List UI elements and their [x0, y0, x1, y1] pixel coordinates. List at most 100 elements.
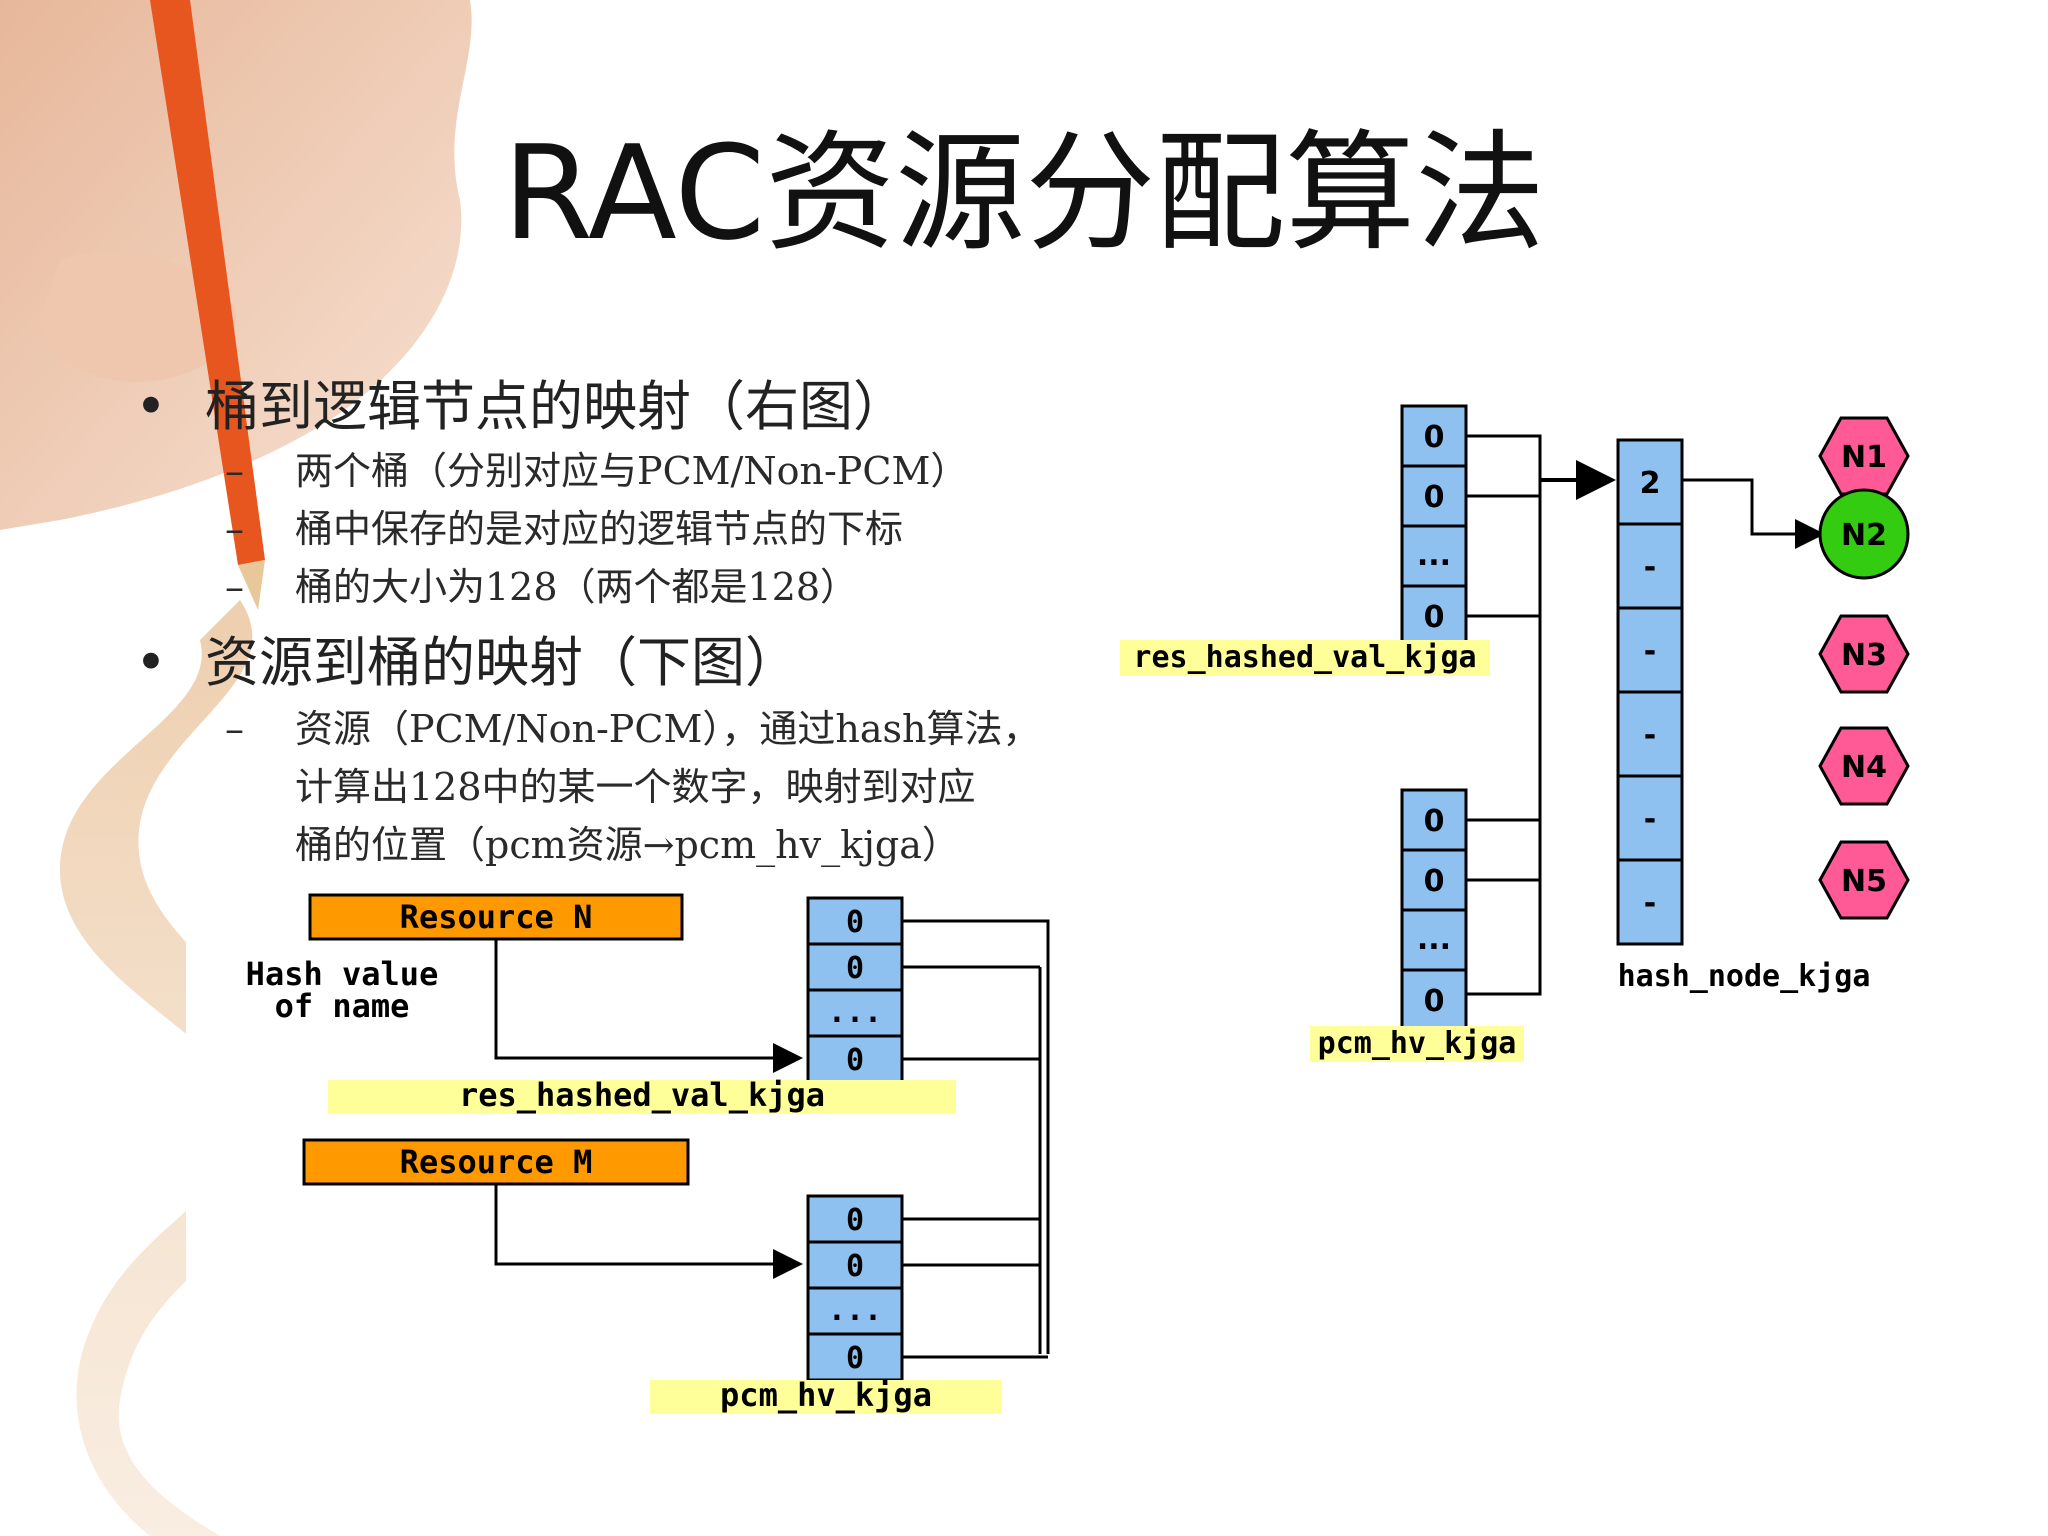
swoosh-trail	[60, 600, 318, 1536]
bucket-cell-value: 0	[846, 1043, 864, 1078]
bucket-cell-value: 0	[1424, 480, 1445, 515]
arrow-to-node	[1682, 478, 1825, 549]
bucket-cell	[806, 896, 904, 946]
sub-item-text: 两个桶（分别对应与PCM/Non-PCM）	[295, 449, 969, 493]
sub-item-continued: 计算出128中的某一个数字，映射到对应	[295, 758, 976, 816]
bucket-cell-value: 0	[1424, 984, 1445, 1019]
sub-item: – 资源（PCM/Non-PCM），通过hash算法，	[225, 700, 1041, 758]
right-pcm-bucket: 0 0 ... 0	[1400, 788, 1468, 1032]
sub-item-text: 资源（PCM/Non-PCM），通过hash算法，	[295, 707, 1041, 751]
right-pcm-label: pcm_hv_kjga	[1318, 1026, 1517, 1061]
connector-n	[494, 939, 803, 1073]
node-n2-circle	[1818, 488, 1910, 580]
bucket-cell-value: -	[1644, 886, 1656, 921]
bucket-cell	[806, 1332, 904, 1382]
bucket-cell	[1400, 908, 1468, 972]
bucket-cell-value: 0	[1424, 804, 1445, 839]
bucket-cell	[1616, 690, 1684, 778]
sub-item-text: 桶的大小为128（两个都是128）	[295, 565, 859, 609]
node-n1-label: N1	[1841, 440, 1887, 475]
dash: –	[225, 449, 244, 493]
node-n3-hexagon	[1818, 614, 1910, 694]
bucket-cell-value: 0	[1424, 864, 1445, 899]
node-n2-label: N2	[1841, 518, 1887, 553]
resource-n-box	[308, 893, 684, 941]
connector	[1466, 434, 1542, 996]
bucket-cell-value: -	[1644, 802, 1656, 837]
bucket-cell	[1400, 524, 1468, 588]
connector	[902, 919, 1050, 1354]
label-highlight	[650, 1380, 1002, 1414]
bucket-cell	[806, 1034, 904, 1084]
hand	[0, 0, 472, 530]
right-res-bucket: 0 0 ... 0	[1400, 404, 1468, 648]
hash-value-label-line2: of name	[275, 987, 410, 1025]
bucket-cell-value: 0	[846, 1249, 864, 1284]
node-n3-label: N3	[1841, 638, 1887, 673]
bucket-cell	[1616, 438, 1684, 526]
right-res-label: res_hashed_val_kjga	[1133, 640, 1476, 675]
label-highlight	[328, 1080, 956, 1114]
bucket-cell-value: 0	[1424, 600, 1445, 635]
sub-item-text: 桶的位置（pcm资源→pcm_hv_kjga）	[295, 823, 960, 867]
bucket-cell	[1400, 404, 1468, 468]
node-n5-hexagon	[1818, 840, 1910, 920]
sub-item-text: 桶中保存的是对应的逻辑节点的下标	[295, 507, 904, 551]
hash-value-label: Hash value	[246, 955, 439, 993]
bucket-cell	[1616, 774, 1684, 862]
bullet-text: 桶到逻辑节点的映射（右图）	[205, 375, 907, 438]
bullet-bucket-mapping: • 桶到逻辑节点的映射（右图）	[135, 372, 907, 442]
pencil-tip	[238, 560, 265, 610]
node-n4-hexagon	[1818, 726, 1910, 806]
pencil-icon	[150, 0, 265, 565]
bucket-cell-value: ...	[828, 995, 882, 1030]
bucket-cell	[1400, 848, 1468, 912]
node-n1-hexagon	[1818, 416, 1910, 496]
bucket-cell-value: ...	[1417, 538, 1451, 573]
connector-m	[494, 1184, 803, 1279]
bucket-cell	[806, 988, 904, 1038]
bucket-cell-value: 0	[846, 905, 864, 940]
hash-node-bucket: 2 - - - - -	[1616, 438, 1684, 946]
pcm-hv-label: pcm_hv_kjga	[720, 1376, 932, 1414]
sub-item: – 两个桶（分别对应与PCM/Non-PCM）	[225, 442, 969, 500]
bucket-cell-value: -	[1644, 634, 1656, 669]
bucket-cell	[1616, 606, 1684, 694]
bucket-cell	[806, 1194, 904, 1244]
bucket-cell-value: -	[1644, 550, 1656, 585]
sub-item-continued: 桶的位置（pcm资源→pcm_hv_kjga）	[295, 816, 960, 874]
slide-title: RAC资源分配算法	[502, 117, 1546, 269]
dash: –	[225, 507, 244, 551]
bullet-text: 资源到桶的映射（下图）	[205, 631, 799, 694]
bucket-cell-value: -	[1644, 718, 1656, 753]
resource-m-label: Resource M	[400, 1143, 593, 1181]
bucket-cell-value: 0	[846, 1341, 864, 1376]
resource-n-label: Resource N	[400, 898, 593, 936]
bucket-cell	[1400, 968, 1468, 1032]
bucket-cell-value: ...	[828, 1293, 882, 1328]
pcm-hv-bucket: 0 0 ... 0	[806, 1194, 904, 1382]
bucket-cell	[1616, 858, 1684, 946]
hash-node-label: hash_node_kjga	[1618, 959, 1871, 994]
node-n4-label: N4	[1841, 750, 1887, 785]
sub-item: – 桶中保存的是对应的逻辑节点的下标	[225, 500, 904, 558]
bucket-cell-value: 2	[1640, 466, 1661, 501]
bucket-cell-value: 0	[1424, 420, 1445, 455]
bucket-cell-value: ...	[1417, 922, 1451, 957]
bucket-cell-value: 0	[846, 1203, 864, 1238]
res-hashed-bucket: 0 0 ... 0	[806, 896, 904, 1084]
dash: –	[225, 707, 244, 751]
node-n5-label: N5	[1841, 864, 1887, 899]
sub-item-text: 计算出128中的某一个数字，映射到对应	[295, 765, 976, 809]
res-hashed-label: res_hashed_val_kjga	[459, 1076, 825, 1114]
bucket-cell	[806, 942, 904, 992]
bullet-dot: •	[135, 631, 167, 694]
bucket-cell	[1400, 464, 1468, 528]
bullet-resource-mapping: • 资源到桶的映射（下图）	[135, 628, 799, 698]
bucket-cell-value: 0	[846, 951, 864, 986]
label-highlight	[1310, 1026, 1524, 1062]
bullet-dot: •	[135, 375, 167, 438]
